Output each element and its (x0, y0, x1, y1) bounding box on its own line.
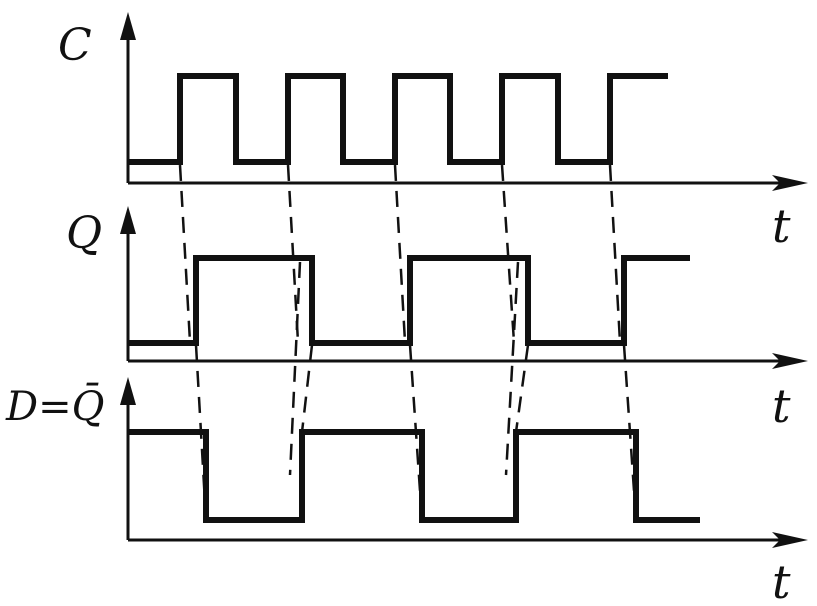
guide-line (408, 344, 424, 521)
q-waveform (128, 255, 690, 346)
guide-line (622, 344, 638, 521)
c-waveform (128, 73, 668, 165)
q-y-arrow-icon (120, 206, 136, 234)
signal-d: D=Q̄ t (5, 377, 808, 606)
d-time-label: t (772, 555, 791, 606)
guide-line (504, 261, 520, 476)
q-time-arrow-icon (772, 353, 808, 369)
guide-line (288, 261, 302, 476)
guide-line (514, 344, 530, 433)
c-time-arrow-icon (772, 175, 808, 191)
q-time-label: t (772, 379, 791, 433)
guide-line (194, 344, 208, 521)
signal-c: C t (58, 12, 808, 253)
d-time-arrow-icon (772, 532, 808, 548)
guide-line (500, 164, 516, 343)
q-signal-label: Q (66, 208, 102, 259)
guide-line (608, 164, 622, 343)
guide-line (286, 164, 300, 343)
c-y-arrow-icon (120, 12, 136, 40)
timing-guides (178, 164, 638, 521)
c-signal-label: C (58, 20, 92, 71)
guide-line (178, 164, 192, 343)
signal-q: Q t (66, 206, 808, 433)
d-waveform (128, 429, 700, 523)
guide-line (300, 344, 314, 433)
guide-line (393, 164, 407, 343)
d-y-arrow-icon (120, 377, 136, 405)
c-time-label: t (772, 199, 791, 253)
d-signal-label: D=Q̄ (5, 383, 104, 430)
